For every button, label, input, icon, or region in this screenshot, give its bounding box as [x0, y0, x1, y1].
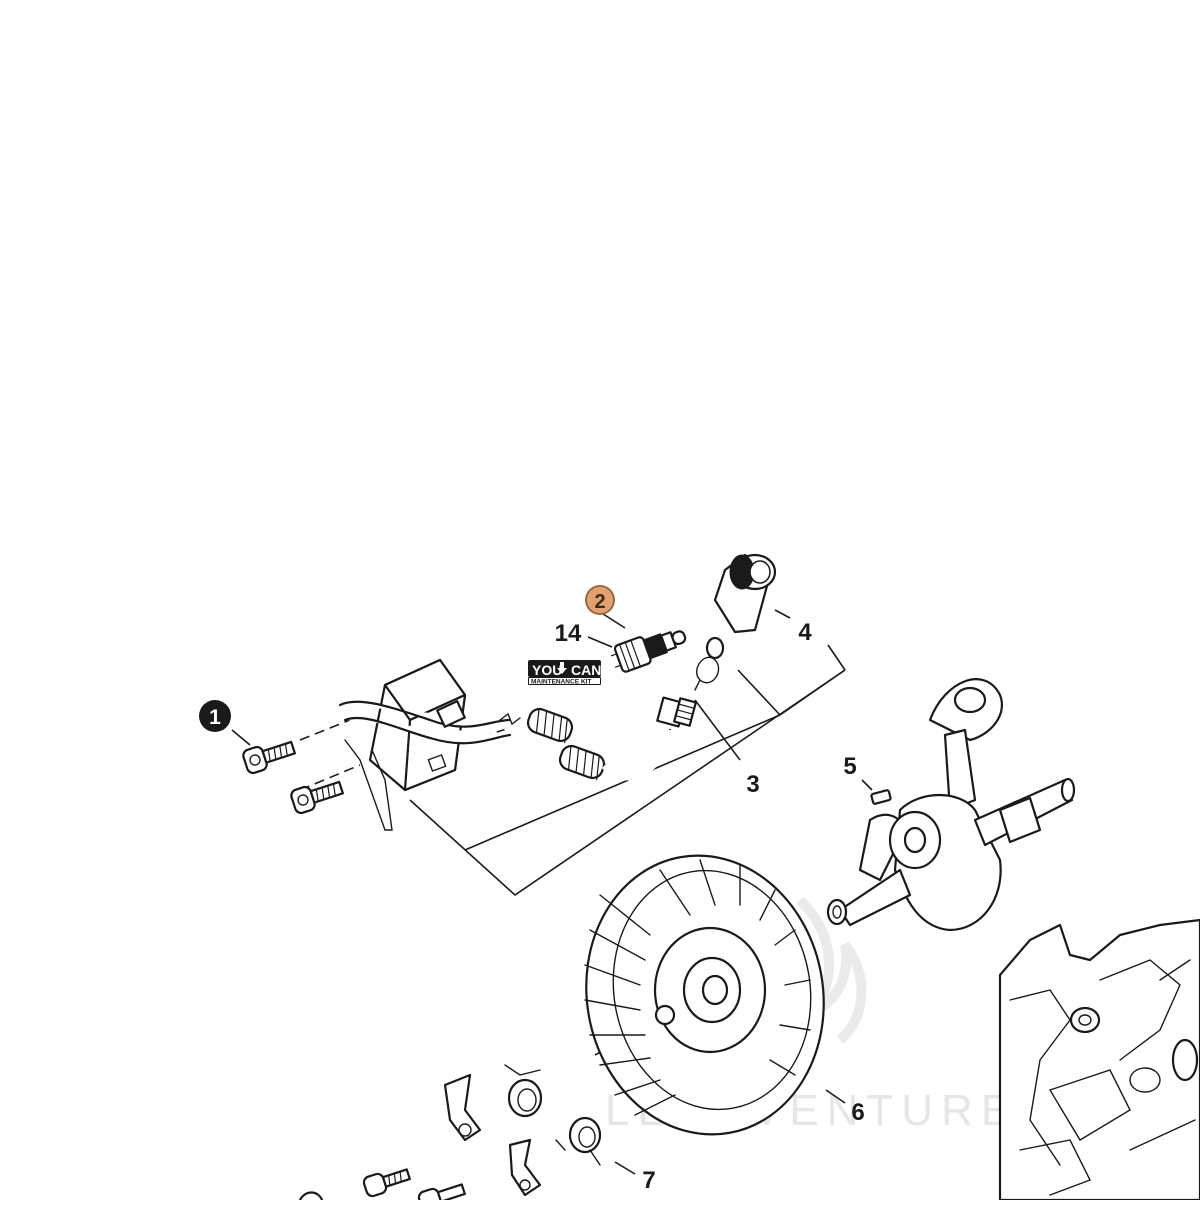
badge-you-text: YOU — [532, 662, 562, 678]
badge-maintenance-text: MAINTENANCE KIT — [531, 679, 591, 686]
callout-2-badge — [585, 585, 615, 615]
part-pawl-springs — [443, 1064, 602, 1197]
part-screws — [242, 740, 344, 815]
part-ignition-module — [338, 658, 521, 831]
callout-6: 6 — [851, 1099, 864, 1126]
callout-14: 14 — [555, 620, 582, 647]
part-spark-plug-boot — [713, 553, 777, 634]
part-woodruff-key — [870, 789, 892, 805]
part-crankcase — [998, 918, 1200, 1202]
part-flywheel — [584, 854, 825, 1136]
callout-4: 4 — [798, 619, 812, 646]
callout-1: 1 — [209, 706, 221, 729]
part-bottom-screws — [298, 1168, 466, 1205]
badge-can-text: CAN — [571, 662, 601, 678]
part-boot-spring — [526, 636, 725, 781]
assembly-bracket — [409, 609, 846, 897]
part-spark-plug — [610, 630, 687, 673]
callout-7: 7 — [642, 1167, 655, 1194]
youcan-maintenance-kit-badge: YOU CAN MAINTENANCE KIT — [528, 660, 601, 686]
callout-5: 5 — [843, 753, 856, 780]
callouts: 1 2 14 4 3 5 6 7 — [199, 585, 865, 1194]
callout-3: 3 — [746, 771, 759, 798]
callout-2: 2 — [594, 591, 605, 613]
callout-1-badge — [199, 700, 231, 732]
wrench-icon — [557, 662, 567, 674]
watermark-flame-icon — [796, 896, 867, 1044]
part-crankshaft — [826, 678, 1076, 932]
